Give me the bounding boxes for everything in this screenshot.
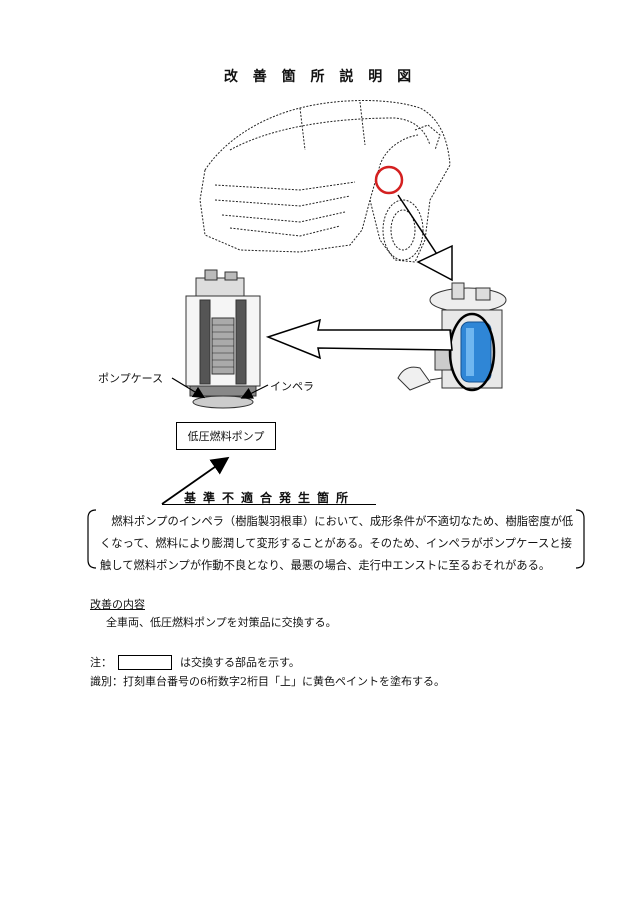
arrow-assembly-to-cutaway [265, 318, 453, 360]
defect-heading: 基準不適合発生箇所 [184, 491, 356, 505]
pump-case-label: ポンプケース [98, 372, 164, 385]
page-title: 改 善 箇 所 説 明 図 [223, 69, 417, 85]
low-pressure-pump-box: 低圧燃料ポンプ [176, 422, 276, 450]
impeller-label: インペラ [270, 380, 314, 393]
arrow-defect-to-part [161, 456, 230, 505]
note-suffix: は交換する部品を示す。 [180, 656, 300, 669]
note-row: 注： は交換する部品を示す。 [90, 654, 300, 670]
improvement-heading: 改善の内容 [90, 598, 145, 611]
highlight-ellipse [448, 312, 496, 392]
defect-underline [162, 504, 376, 505]
note-legend-box [118, 654, 172, 670]
note-prefix: 注： [90, 656, 112, 669]
fuel-pump-assembly-icon [397, 282, 507, 392]
improvement-body: 全車両、低圧燃料ポンプを対策品に交換する。 [106, 616, 337, 629]
highlight-circle [374, 165, 404, 195]
fuel-pump-cutaway-icon [171, 269, 269, 409]
defect-bracket [87, 509, 585, 569]
defect-description: 燃料ポンプのインペラ（樹脂製羽根車）において、成形条件が不適切なため、樹脂密度が… [100, 515, 574, 572]
identification-note: 識別：打刻車台番号の6桁数字2桁目「上」に黄色ペイントを塗布する。 [90, 675, 445, 688]
car-illustration-icon [199, 100, 451, 263]
